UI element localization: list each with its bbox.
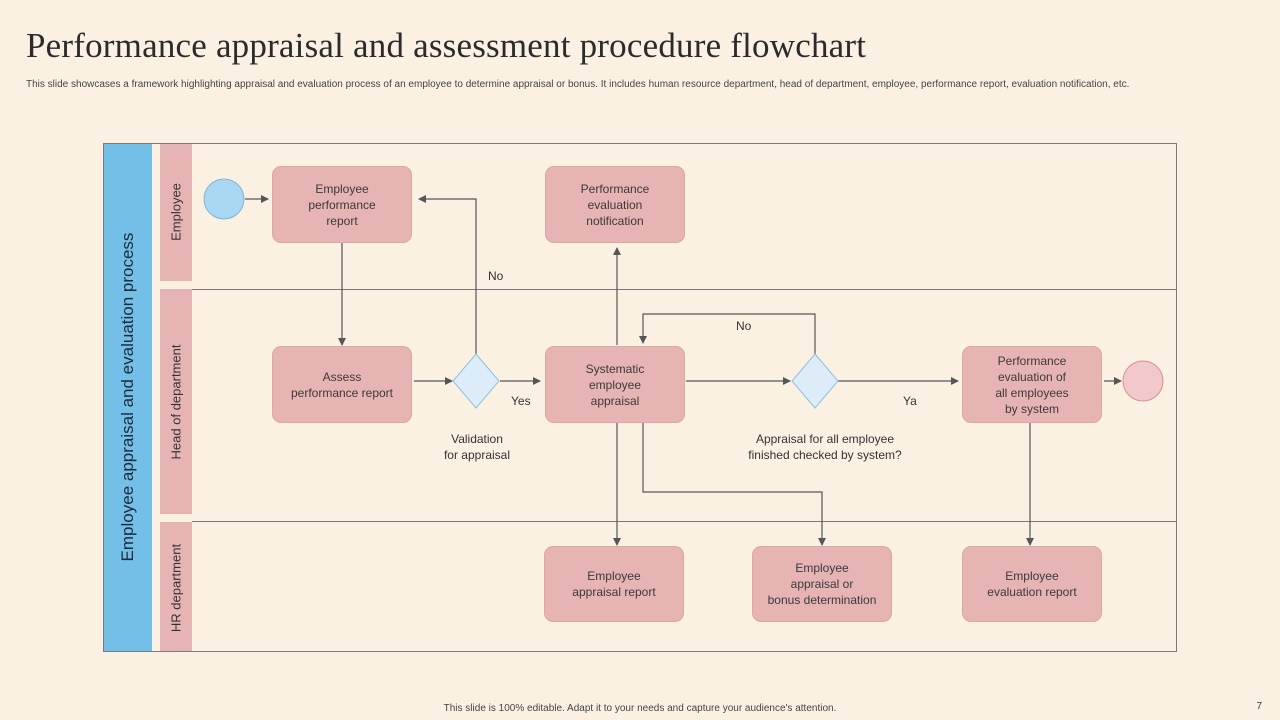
edge-label-no: No <box>488 269 504 283</box>
process-side-bar <box>104 144 152 651</box>
lane-tab-head-of-department <box>160 289 192 514</box>
edge-check-no <box>639 313 816 356</box>
edge-label-ya: Ya <box>903 394 917 408</box>
edge-appraisal-to-bonus <box>642 422 826 546</box>
node-employee-bonus-determination: Employee appraisal or bonus determinatio… <box>752 546 892 622</box>
decision-label-validation: Validation for appraisal <box>443 432 511 462</box>
lane-tab-hr-department <box>160 522 192 651</box>
page-number: 7 <box>1256 701 1262 712</box>
node-assess-performance-report: Assess performance report <box>272 346 412 423</box>
start-node <box>203 178 245 220</box>
node-performance-evaluation-all: Performance evaluation of all employees … <box>962 346 1102 423</box>
edge-validation-no <box>418 195 477 354</box>
decision-validation <box>452 353 500 409</box>
edge-label-yes: Yes <box>511 394 531 408</box>
decision-all-finished <box>791 353 839 409</box>
node-performance-evaluation-notification: Performance evaluation notification <box>545 166 685 243</box>
swimlane-frame <box>103 143 1177 652</box>
lane-divider <box>192 521 1177 522</box>
slide-title: Performance appraisal and assessment pro… <box>26 26 867 65</box>
lane-divider <box>192 289 1177 290</box>
node-employee-performance-report: Employee performance report <box>272 166 412 243</box>
node-systematic-employee-appraisal: Systematic employee appraisal <box>545 346 685 423</box>
lane-tab-employee <box>160 144 192 281</box>
slide-subtitle: This slide showcases a framework highlig… <box>26 79 1130 90</box>
edge-label-no: No <box>736 319 752 333</box>
node-employee-appraisal-report: Employee appraisal report <box>544 546 684 622</box>
footer-note: This slide is 100% editable. Adapt it to… <box>443 703 837 714</box>
end-node <box>1122 360 1164 402</box>
node-employee-evaluation-report: Employee evaluation report <box>962 546 1102 622</box>
decision-label-all-finished: Appraisal for all employee finished chec… <box>748 432 902 462</box>
